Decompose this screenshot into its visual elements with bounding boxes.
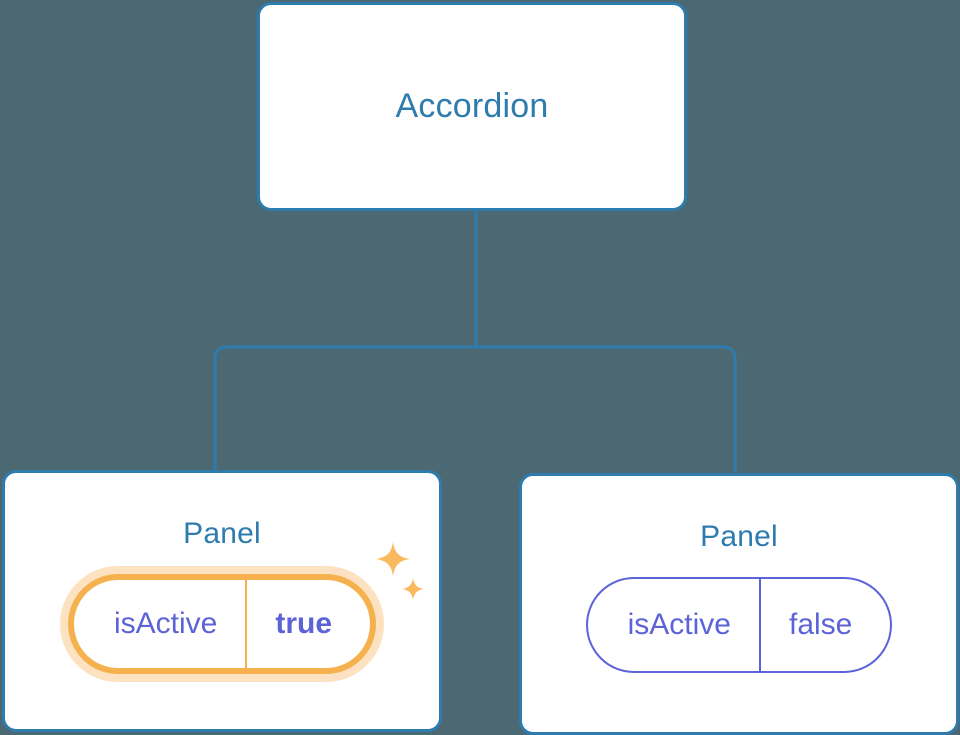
- prop-pill-right-wrapper: isActive false: [585, 577, 893, 673]
- prop-key-right: isActive: [627, 608, 731, 641]
- sparkle-icon: [402, 578, 425, 600]
- prop-key-left: isActive: [113, 607, 218, 640]
- node-panel-left[interactable]: Panel isActive true: [2, 470, 442, 732]
- node-panel-left-title: Panel: [183, 517, 261, 550]
- node-accordion[interactable]: Accordion: [257, 2, 687, 211]
- prop-pill-left-wrapper: isActive true: [67, 542, 425, 674]
- node-accordion-title: Accordion: [395, 86, 549, 125]
- node-panel-right[interactable]: Panel isActive false: [519, 473, 959, 735]
- node-panel-right-title: Panel: [700, 520, 778, 553]
- prop-value-left: true: [245, 580, 370, 668]
- prop-pill-is-active-false[interactable]: isActive false: [585, 577, 893, 673]
- connector-branch-bar: [213, 345, 737, 472]
- prop-value-right: false: [758, 579, 890, 671]
- sparkle-icon: [376, 542, 411, 576]
- prop-pill-is-active-true[interactable]: isActive true: [67, 574, 377, 674]
